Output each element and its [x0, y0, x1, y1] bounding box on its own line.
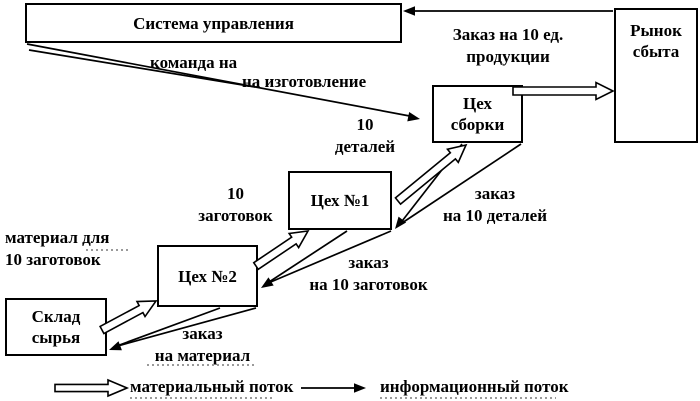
- label-blanks-qty: 10 заготовок: [198, 184, 273, 225]
- node-control-system-label: Система управления: [133, 13, 294, 33]
- node-shop-1-label: Цех №1: [310, 191, 370, 210]
- node-market: Рынок сбыта: [614, 8, 698, 143]
- node-raw-warehouse: Склад сырья: [5, 298, 107, 356]
- node-assembly-shop: Цех сборки: [432, 85, 523, 143]
- node-raw-warehouse-label-line2: сырья: [31, 328, 81, 347]
- node-assembly-shop-label-line2: сборки: [450, 115, 505, 134]
- squiggle-under-info-flow: [380, 397, 556, 399]
- label-material: материал для 10 заготовок: [5, 228, 110, 269]
- node-shop-2: Цех №2: [157, 245, 258, 307]
- squiggle-under-material-flow: [130, 397, 273, 399]
- label-parts-qty: 10 деталей: [334, 115, 396, 156]
- legend-material-flow-label: материальный поток: [130, 377, 294, 396]
- node-shop-2-label: Цех №2: [178, 266, 237, 286]
- node-control-system: Система управления: [25, 3, 402, 43]
- label-order-material: заказ на материал: [154, 324, 251, 365]
- squiggle-under-na-material: [147, 364, 257, 366]
- node-market-label-line1: Рынок: [630, 21, 682, 40]
- label-command-line2: на изготовление: [242, 72, 367, 91]
- node-assembly-shop-label-line1: Цех: [463, 94, 492, 113]
- label-order-parts: заказ на 10 деталей: [442, 184, 548, 225]
- label-order-product: Заказ на 10 ед. продукции: [452, 25, 564, 66]
- label-order-blanks: заказ на 10 заготовок: [309, 253, 428, 294]
- legend-info-flow-label: информационный поток: [380, 377, 569, 396]
- squiggle-under-dlya: [86, 249, 128, 251]
- node-raw-warehouse-label-line1: Склад: [31, 307, 81, 326]
- node-market-label-line2: сбыта: [632, 42, 680, 61]
- node-shop-1: Цех №1: [288, 171, 392, 230]
- label-command-line1: команда на: [150, 53, 238, 72]
